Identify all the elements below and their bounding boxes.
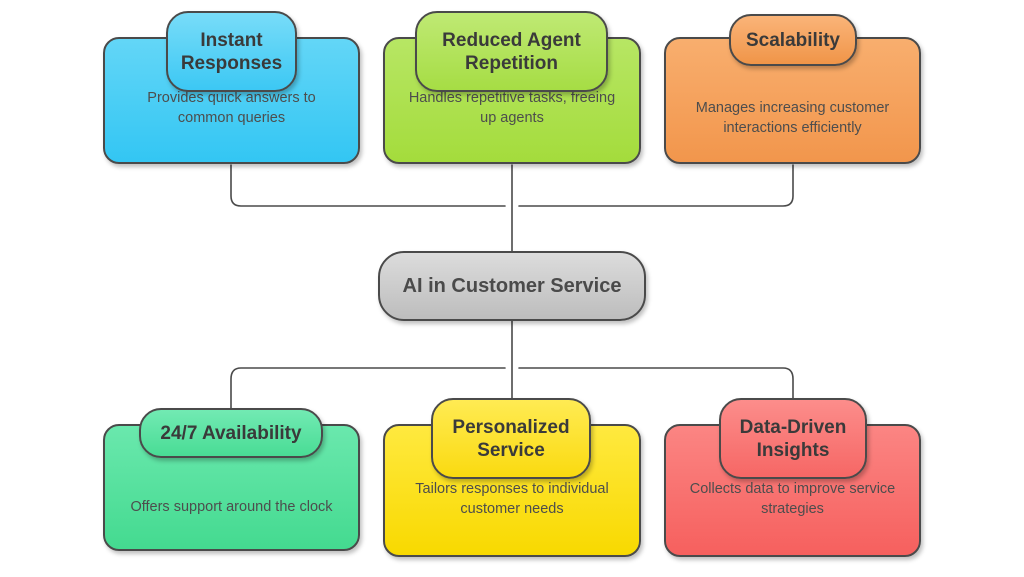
connector-top-left [230,164,506,207]
card-data-driven-insights-description: Collects data to improve service strateg… [689,481,896,517]
card-personalized-service-description: Tailors responses to individual customer… [415,481,609,517]
card-24-7-availability-description: Offers support around the clock [130,499,333,515]
connector-top-right [518,164,794,207]
card-24-7-availability-title[interactable]: 24/7 Availability [139,408,323,458]
connector-bottom-right [518,367,794,425]
card-scalability-description: Manages increasing customer interactions… [695,100,890,136]
connector-bottom-left [230,367,506,425]
card-personalized-service-title[interactable]: Personalized Service [431,398,591,479]
card-reduced-agent-repetition-description: Handles repetitive tasks, freeing up age… [408,90,616,126]
card-data-driven-insights-title[interactable]: Data-Driven Insights [719,398,867,479]
card-scalability-title[interactable]: Scalability [729,14,857,66]
card-instant-responses-title[interactable]: Instant Responses [166,11,297,92]
card-instant-responses[interactable]: Provides quick answers to common queries [103,37,360,164]
card-reduced-agent-repetition-title[interactable]: Reduced Agent Repetition [415,11,608,92]
card-instant-responses-description: Provides quick answers to common queries [147,90,316,126]
center-node-ai-in-customer-service[interactable]: AI in Customer Service [378,251,646,321]
